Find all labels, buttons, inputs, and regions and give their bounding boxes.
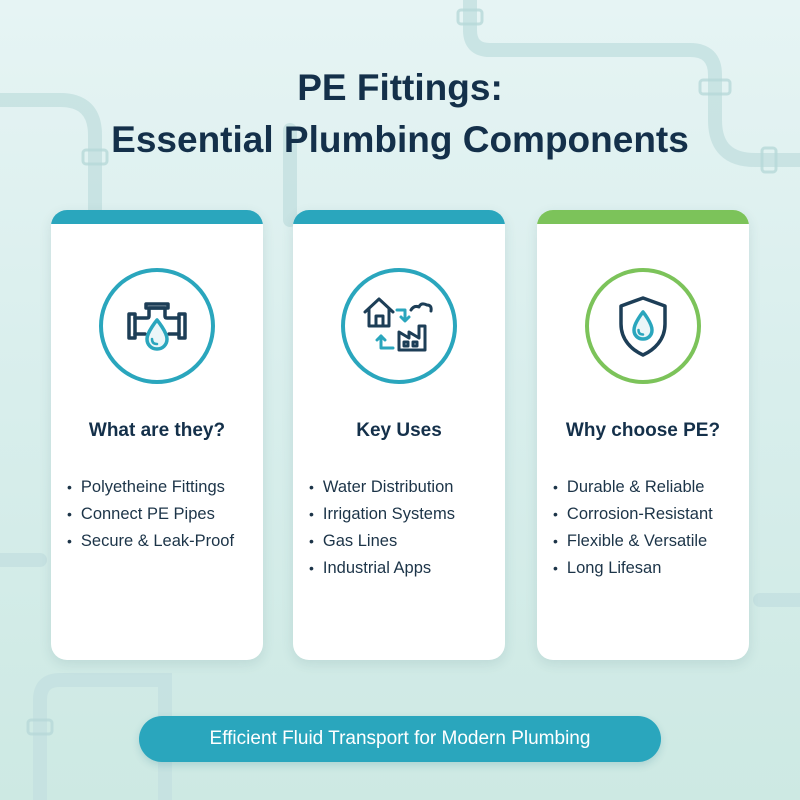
list-item: Connect PE Pipes	[67, 501, 255, 528]
icon-circle	[99, 268, 215, 384]
card-heading: Why choose PE?	[565, 420, 721, 441]
list-item: Water Distribution	[309, 474, 497, 501]
list-item: Secure & Leak-Proof	[67, 528, 255, 555]
house-factory-flow-icon	[363, 297, 433, 352]
card-list: Durable & Reliable Corrosion-Resistant F…	[553, 474, 741, 582]
pipe-fitting-water-drop-icon	[127, 302, 187, 351]
footer-tagline: Efficient Fluid Transport for Modern Plu…	[209, 728, 591, 749]
shield-water-drop-icon	[619, 296, 667, 357]
card-key-uses: Key Uses Water Distribution Irrigation S…	[293, 210, 505, 660]
card-what-are-they: What are they? Polyetheine Fittings Conn…	[51, 210, 263, 660]
list-item: Corrosion-Resistant	[553, 501, 741, 528]
icon-circle	[341, 268, 457, 384]
card-list: Water Distribution Irrigation Systems Ga…	[309, 474, 497, 582]
footer-tagline-pill: Efficient Fluid Transport for Modern Plu…	[139, 716, 661, 762]
list-item: Flexible & Versatile	[553, 528, 741, 555]
list-item: Irrigation Systems	[309, 501, 497, 528]
card-list: Polyetheine Fittings Connect PE Pipes Se…	[67, 474, 255, 555]
page-title: PE Fittings: Essential Plumbing Componen…	[0, 62, 800, 166]
icon-circle	[585, 268, 701, 384]
title-line-2: Essential Plumbing Components	[111, 119, 689, 160]
list-item: Long Lifesan	[553, 555, 741, 582]
card-why-choose-pe: Why choose PE? Durable & Reliable Corros…	[537, 210, 749, 660]
card-heading: What are they?	[88, 420, 226, 441]
list-item: Gas Lines	[309, 528, 497, 555]
title-line-1: PE Fittings:	[297, 67, 503, 108]
list-item: Industrial Apps	[309, 555, 497, 582]
list-item: Polyetheine Fittings	[67, 474, 255, 501]
list-item: Durable & Reliable	[553, 474, 741, 501]
card-heading: Key Uses	[356, 420, 442, 441]
